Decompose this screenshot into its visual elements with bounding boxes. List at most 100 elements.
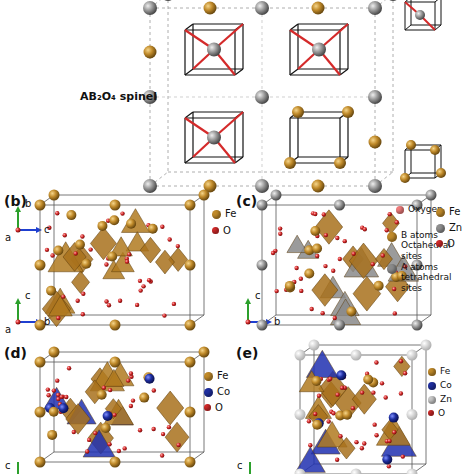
atom-sphere	[50, 253, 54, 257]
atom-sphere	[143, 179, 157, 193]
bond-line	[185, 162, 235, 163]
atom-sphere	[274, 289, 278, 293]
bond-line	[242, 24, 243, 69]
legend-text: O	[215, 402, 223, 414]
legend-entry: Zn	[436, 222, 462, 234]
polyhedron	[382, 420, 398, 440]
bond-line	[192, 112, 193, 157]
atom-sphere	[204, 2, 217, 15]
atom-sphere	[336, 370, 346, 380]
polyhedron	[338, 438, 355, 460]
legend-text: Fe	[449, 206, 460, 218]
atom-sphere	[199, 190, 210, 201]
atom-sphere	[312, 420, 322, 430]
atom-sphere	[110, 357, 121, 368]
atom-sphere	[335, 236, 339, 240]
atom-sphere	[108, 388, 112, 392]
legend-swatch	[204, 372, 213, 381]
legend-swatch	[428, 368, 436, 376]
atom-sphere	[145, 374, 155, 384]
atom-sphere	[351, 350, 362, 361]
bond-line	[405, 25, 411, 30]
atom-sphere	[148, 224, 158, 234]
atom-sphere	[403, 371, 407, 375]
bond-line	[54, 195, 204, 196]
atom-sphere	[315, 254, 319, 258]
bond-line	[290, 69, 298, 75]
atom-sphere	[49, 190, 60, 201]
atom-sphere	[385, 228, 389, 232]
atom-sphere	[374, 433, 378, 437]
atom-sphere	[104, 299, 108, 303]
atom-sphere	[93, 431, 97, 435]
atom-sphere	[126, 219, 136, 229]
atom-sphere	[102, 386, 106, 390]
atom-sphere	[313, 212, 317, 216]
bond-line	[184, 118, 185, 163]
atom-sphere	[374, 281, 384, 291]
atom-sphere	[399, 391, 403, 395]
atom-sphere	[326, 419, 330, 423]
atom-sphere	[310, 226, 320, 236]
panel-label: (e)	[236, 346, 258, 361]
polyhedron	[299, 371, 324, 392]
polyhedron	[383, 213, 400, 234]
atom-sphere	[307, 419, 311, 423]
bond-line	[192, 24, 193, 69]
axis-arrow	[249, 462, 251, 474]
atom-sphere	[35, 407, 46, 418]
atom-sphere	[292, 106, 304, 118]
bond-line	[314, 345, 426, 346]
atom-sphere	[311, 376, 321, 386]
bond-line	[276, 195, 277, 315]
legend-entry: Fe	[436, 206, 460, 218]
atom-sphere	[360, 390, 364, 394]
bond-line	[405, 2, 406, 30]
atom-sphere	[53, 246, 63, 256]
atom-sphere	[122, 446, 126, 450]
polyhedron	[312, 274, 338, 307]
atom-sphere	[284, 157, 296, 169]
legend-text: Co	[440, 380, 452, 390]
atom-sphere	[110, 457, 121, 468]
polyhedron	[315, 210, 343, 244]
polyhedron	[331, 299, 361, 325]
bond-line	[339, 118, 340, 163]
atom-sphere	[85, 449, 89, 453]
atom-sphere	[109, 215, 119, 225]
atom-sphere	[67, 366, 71, 370]
bond-line	[204, 195, 205, 315]
atom-sphere	[342, 410, 352, 420]
atom-sphere	[271, 190, 282, 201]
atom-sphere	[331, 269, 335, 273]
atom-sphere	[141, 284, 145, 288]
atom-sphere	[58, 403, 68, 413]
atom-sphere	[176, 244, 180, 248]
atom-sphere	[395, 220, 399, 224]
legend-swatch	[436, 208, 445, 217]
atom-sphere	[328, 377, 332, 381]
atom-sphere	[46, 286, 56, 296]
legend-text: A atoms tetrahedral sites	[401, 262, 471, 293]
atom-sphere	[56, 316, 60, 320]
bond-line	[435, 0, 441, 2]
atom-sphere	[340, 386, 344, 390]
bond-line	[298, 111, 348, 112]
atom-sphere	[81, 292, 85, 296]
legend-text: Zn	[440, 394, 452, 404]
atom-sphere	[368, 179, 382, 193]
bond-line	[297, 112, 298, 157]
atom-sphere	[368, 90, 382, 104]
bond-line	[185, 24, 193, 30]
legend-swatch	[428, 396, 436, 404]
atom-sphere	[35, 200, 46, 211]
legend-entry: O	[204, 402, 223, 414]
bond-line	[184, 30, 185, 75]
panel-label: AB₂O₄ spinel	[80, 91, 157, 103]
atom-sphere	[294, 266, 298, 270]
atom-sphere	[118, 299, 122, 303]
bond-line	[298, 23, 348, 24]
atom-sphere	[63, 233, 67, 237]
atom-sphere	[295, 350, 306, 361]
atom-sphere	[97, 390, 107, 400]
